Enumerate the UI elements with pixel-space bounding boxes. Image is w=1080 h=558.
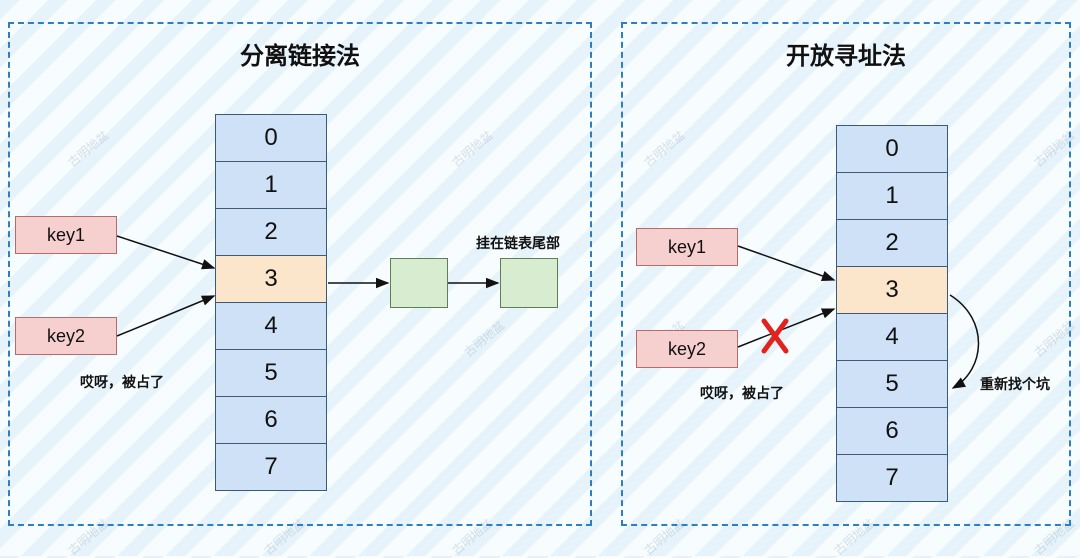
- slot-0: 0: [836, 125, 948, 173]
- separate-chaining-hash-table: 0 1 2 3 4 5 6 7: [215, 114, 327, 491]
- probe-to-slot5-arrow: [949, 294, 980, 389]
- slot-1: 1: [215, 161, 327, 209]
- key1-box: key1: [15, 216, 117, 254]
- slot-2: 2: [836, 219, 948, 267]
- slot-4: 4: [215, 302, 327, 350]
- chain-node-2: [500, 258, 558, 308]
- key1-to-slot3-arrow: [116, 235, 216, 270]
- key1-to-slot3-arrow: [737, 245, 836, 281]
- probe-note: 重新找个坑: [980, 376, 1050, 392]
- slot-7: 7: [836, 454, 948, 502]
- chain-node-1: [390, 258, 448, 308]
- collision-note: 哎呀，被占了: [80, 374, 164, 390]
- collision-note: 哎呀，被占了: [700, 385, 784, 401]
- open-addressing-panel: 开放寻址法: [621, 22, 1071, 526]
- key2-to-slot3-arrow: [737, 308, 836, 348]
- open-addressing-hash-table: 0 1 2 3 4 5 6 7: [836, 125, 948, 502]
- key1-box: key1: [636, 228, 738, 266]
- slot-5: 5: [215, 349, 327, 397]
- slot-7: 7: [215, 443, 327, 491]
- chain-tail-note: 挂在链表尾部: [476, 235, 560, 251]
- key2-to-slot3-arrow: [116, 295, 216, 337]
- key2-box: key2: [636, 330, 738, 368]
- slot-0: 0: [215, 114, 327, 162]
- rejected-cross-icon: [761, 318, 789, 354]
- slot-3-occupied: 3: [836, 266, 948, 314]
- separate-chaining-title: 分离链接法: [240, 43, 360, 70]
- separate-chaining-panel: 分离链接法: [8, 22, 592, 526]
- key2-box: key2: [15, 317, 117, 355]
- slot-5: 5: [836, 360, 948, 408]
- open-addressing-title: 开放寻址法: [786, 43, 906, 70]
- slot-6: 6: [836, 407, 948, 455]
- slot-6: 6: [215, 396, 327, 444]
